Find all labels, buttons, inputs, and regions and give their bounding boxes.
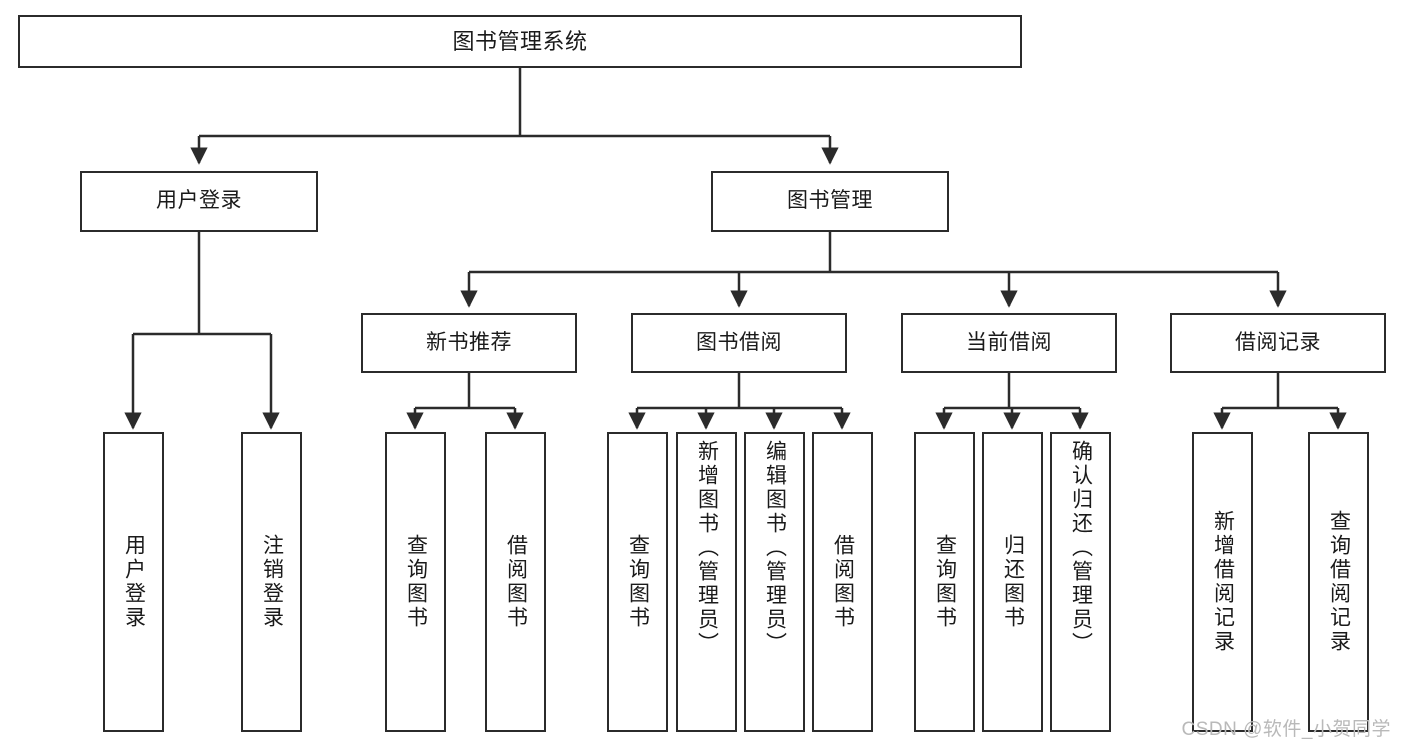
node-leaf-query-book-1-label: 查询图书 <box>404 534 428 630</box>
node-leaf-add-record-label: 新增借阅记录 <box>1211 510 1235 654</box>
watermark: CSDN @软件_小贺同学 <box>1181 719 1391 740</box>
node-borrow-record[interactable]: 借阅记录 <box>1170 313 1386 373</box>
node-borrow-record-label: 借阅记录 <box>1235 330 1321 354</box>
node-leaf-borrow-book-2[interactable]: 借阅图书 <box>812 432 873 732</box>
node-leaf-query-record[interactable]: 查询借阅记录 <box>1308 432 1369 732</box>
node-current-borrow[interactable]: 当前借阅 <box>901 313 1117 373</box>
node-leaf-user-login[interactable]: 用户登录 <box>103 432 164 732</box>
node-leaf-add-record[interactable]: 新增借阅记录 <box>1192 432 1253 732</box>
node-new-book-recommend[interactable]: 新书推荐 <box>361 313 577 373</box>
node-leaf-user-logout-label: 注销登录 <box>260 534 284 630</box>
node-leaf-user-login-label: 用户登录 <box>122 534 146 630</box>
node-root-label: 图书管理系统 <box>452 28 588 54</box>
node-leaf-query-book-3[interactable]: 查询图书 <box>914 432 975 732</box>
node-leaf-return-book-label: 归还图书 <box>1001 534 1025 630</box>
node-leaf-return-book[interactable]: 归还图书 <box>982 432 1043 732</box>
node-leaf-query-book-1[interactable]: 查询图书 <box>385 432 446 732</box>
node-leaf-query-book-2[interactable]: 查询图书 <box>607 432 668 732</box>
node-leaf-borrow-book-1-label: 借阅图书 <box>504 534 528 630</box>
node-leaf-confirm-return-label: 确认归还（管理员） <box>1069 440 1093 656</box>
node-book-borrow-label: 图书借阅 <box>696 330 782 354</box>
node-current-borrow-label: 当前借阅 <box>966 330 1052 354</box>
node-leaf-query-book-3-label: 查询图书 <box>933 534 957 630</box>
node-new-book-recommend-label: 新书推荐 <box>426 330 512 354</box>
node-leaf-borrow-book-2-label: 借阅图书 <box>831 534 855 630</box>
node-user-login[interactable]: 用户登录 <box>80 171 318 232</box>
node-root[interactable]: 图书管理系统 <box>18 15 1022 68</box>
node-leaf-edit-book[interactable]: 编辑图书（管理员） <box>744 432 805 732</box>
node-leaf-query-book-2-label: 查询图书 <box>626 534 650 630</box>
node-leaf-confirm-return[interactable]: 确认归还（管理员） <box>1050 432 1111 732</box>
node-leaf-add-book-label: 新增图书（管理员） <box>695 440 719 656</box>
node-book-manage[interactable]: 图书管理 <box>711 171 949 232</box>
node-leaf-user-logout[interactable]: 注销登录 <box>241 432 302 732</box>
node-user-login-label: 用户登录 <box>156 189 242 213</box>
node-leaf-add-book[interactable]: 新增图书（管理员） <box>676 432 737 732</box>
node-leaf-borrow-book-1[interactable]: 借阅图书 <box>485 432 546 732</box>
node-leaf-query-record-label: 查询借阅记录 <box>1327 510 1351 654</box>
node-book-manage-label: 图书管理 <box>787 189 873 213</box>
node-leaf-edit-book-label: 编辑图书（管理员） <box>763 440 787 656</box>
node-book-borrow[interactable]: 图书借阅 <box>631 313 847 373</box>
